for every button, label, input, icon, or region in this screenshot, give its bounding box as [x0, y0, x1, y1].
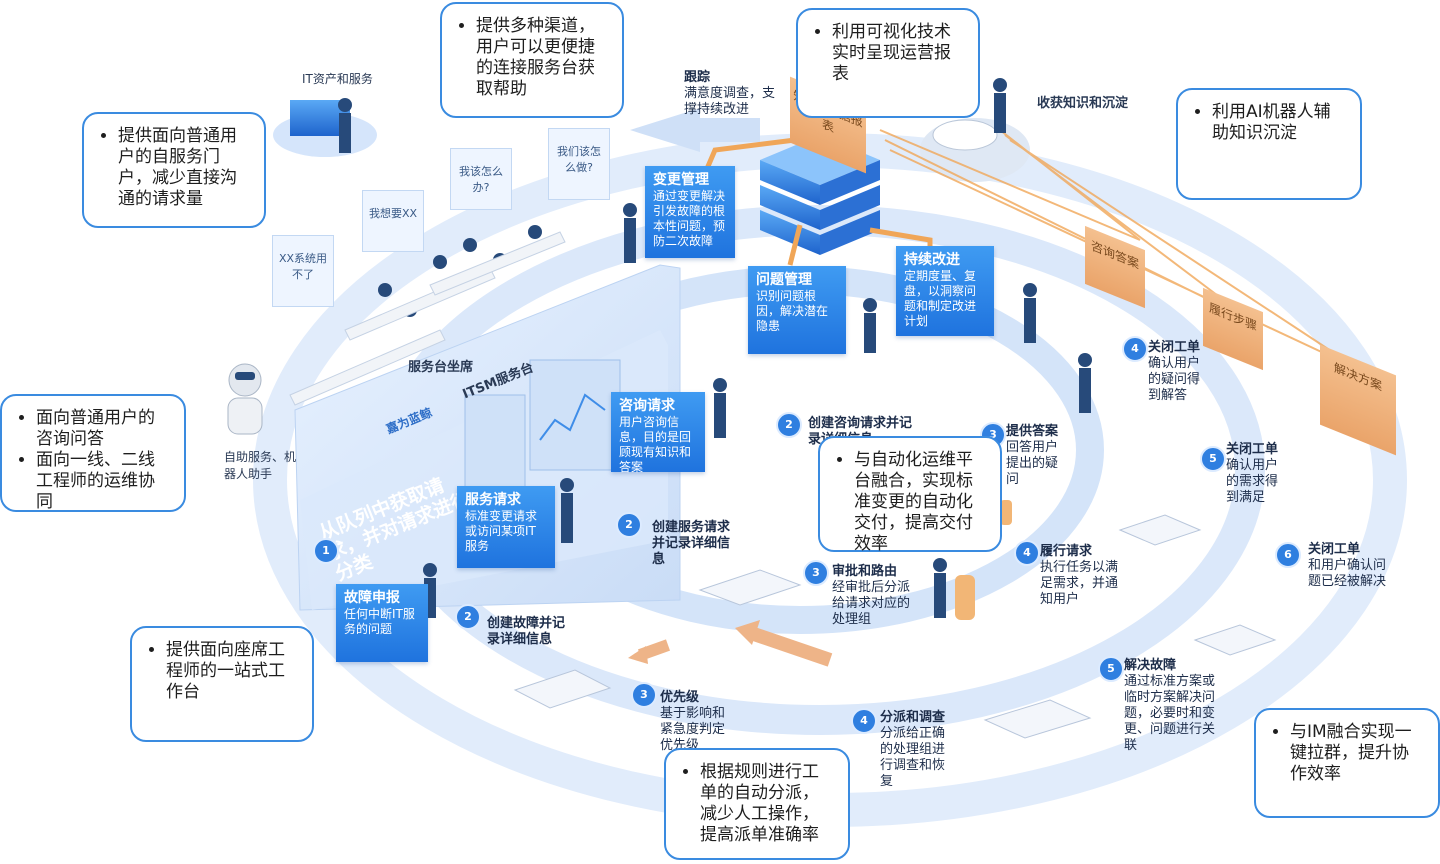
step-pin: 4 — [851, 708, 877, 734]
step-pin: 2 — [776, 412, 802, 438]
step-pin: 5 — [1200, 446, 1226, 472]
step-pin: 4 — [1122, 336, 1148, 362]
it-assets-label: IT资产和服务 — [302, 72, 373, 86]
callout-automation: 与自动化运维平台融合，实现标准变更的自动化交付，提高交付效率 — [818, 436, 1002, 554]
step-pin: 5 — [1098, 656, 1124, 682]
service-desk-label: 服务台坐席 — [408, 360, 474, 375]
step-service-fulfill: 履行请求执行任务以满足需求，并通知用户 — [1040, 544, 1119, 607]
user-bubble: XX系统用不了 — [272, 235, 334, 307]
step-consult-answer: 提供答案回答用户提出的疑问 — [1006, 424, 1059, 487]
consult-request-box: 咨询请求用户咨询信息，目的是回顾现有知识和答案 — [611, 392, 705, 474]
harvest-label: 收获知识和沉淀 — [1037, 96, 1129, 111]
step-pin: 4 — [1014, 540, 1040, 566]
user-bubble: 我想要XX — [362, 190, 424, 252]
callout-self-service: 提供面向普通用户的自服务门户，减少直接沟通的请求量 — [82, 112, 266, 228]
callout-channels: 提供多种渠道，用户可以更便捷的连接服务台获取帮助 — [440, 2, 624, 118]
continuous-improvement-box: 持续改进定期度量、复盘，以洞察问题和制定改进计划 — [896, 246, 994, 336]
change-management-box: 变更管理通过变更解决引发故障的根本性问题，预防二次故障 — [645, 166, 735, 258]
step-consult-close: 关闭工单确认用户的疑问得到解答 — [1148, 340, 1201, 403]
callout-visualization: 利用可视化技术实时呈现运营报表 — [796, 8, 980, 118]
step-pin: 3 — [803, 560, 829, 586]
fault-report-box: 故障申报任何中断IT服务的问题 — [336, 584, 428, 662]
step-fault-resolve: 解决故障通过标准方案或临时方案解决问题，必要时和变更、问题进行关联 — [1124, 658, 1216, 753]
robot-label: 自助服务、机器人助手 — [224, 450, 297, 481]
step-service-create: 创建服务请求并记录详细信息 — [652, 520, 731, 567]
tracking-arrow — [630, 108, 760, 152]
step-service-approve: 审批和路由经审批后分派给请求对应的处理组 — [832, 564, 911, 627]
step-fault-priority: 优先级基于影响和紧急度判定优先级 — [660, 690, 726, 753]
step-service-close: 关闭工单确认用户的需求得到满足 — [1226, 442, 1279, 505]
callout-robot: 面向普通用户的咨询问答面向一线、二线工程师的运维协同 — [0, 394, 186, 512]
callout-workbench: 提供面向座席工程师的一站式工作台 — [130, 626, 314, 742]
orange-arrow — [745, 625, 833, 667]
callout-ai-knowledge: 利用AI机器人辅助知识沉淀 — [1176, 88, 1362, 200]
robot-graphic — [227, 363, 263, 435]
callout-im: 与IM融合实现一键拉群，提升协作效率 — [1254, 708, 1440, 818]
tracking-label: 跟踪 满意度调查，支撑持续改进 — [684, 70, 776, 117]
step-pin: 6 — [1275, 542, 1301, 568]
problem-management-box: 问题管理识别问题根因，解决潜在隐患 — [748, 266, 846, 354]
step-pin: 2 — [455, 604, 481, 630]
callout-dispatch: 根据规则进行工单的自动分派，减少人工操作，提高派单准确率 — [664, 748, 850, 860]
step-pin: 2 — [616, 512, 642, 538]
step-fault-close: 关闭工单和用户确认问题已经被解决 — [1308, 542, 1387, 589]
user-bubble: 我该怎么办? — [450, 148, 512, 210]
step-fault-assign: 分派和调查分派给正确的处理组进行调查和恢复 — [880, 710, 946, 789]
service-request-box: 服务请求标准变更请求或访问某项IT服务 — [457, 486, 555, 568]
user-bubble: 我们该怎么做? — [548, 128, 610, 200]
step-pin: 3 — [631, 682, 657, 708]
step-pin: 1 — [313, 538, 339, 564]
step-fault-create: 创建故障并记录详细信息 — [487, 616, 566, 647]
